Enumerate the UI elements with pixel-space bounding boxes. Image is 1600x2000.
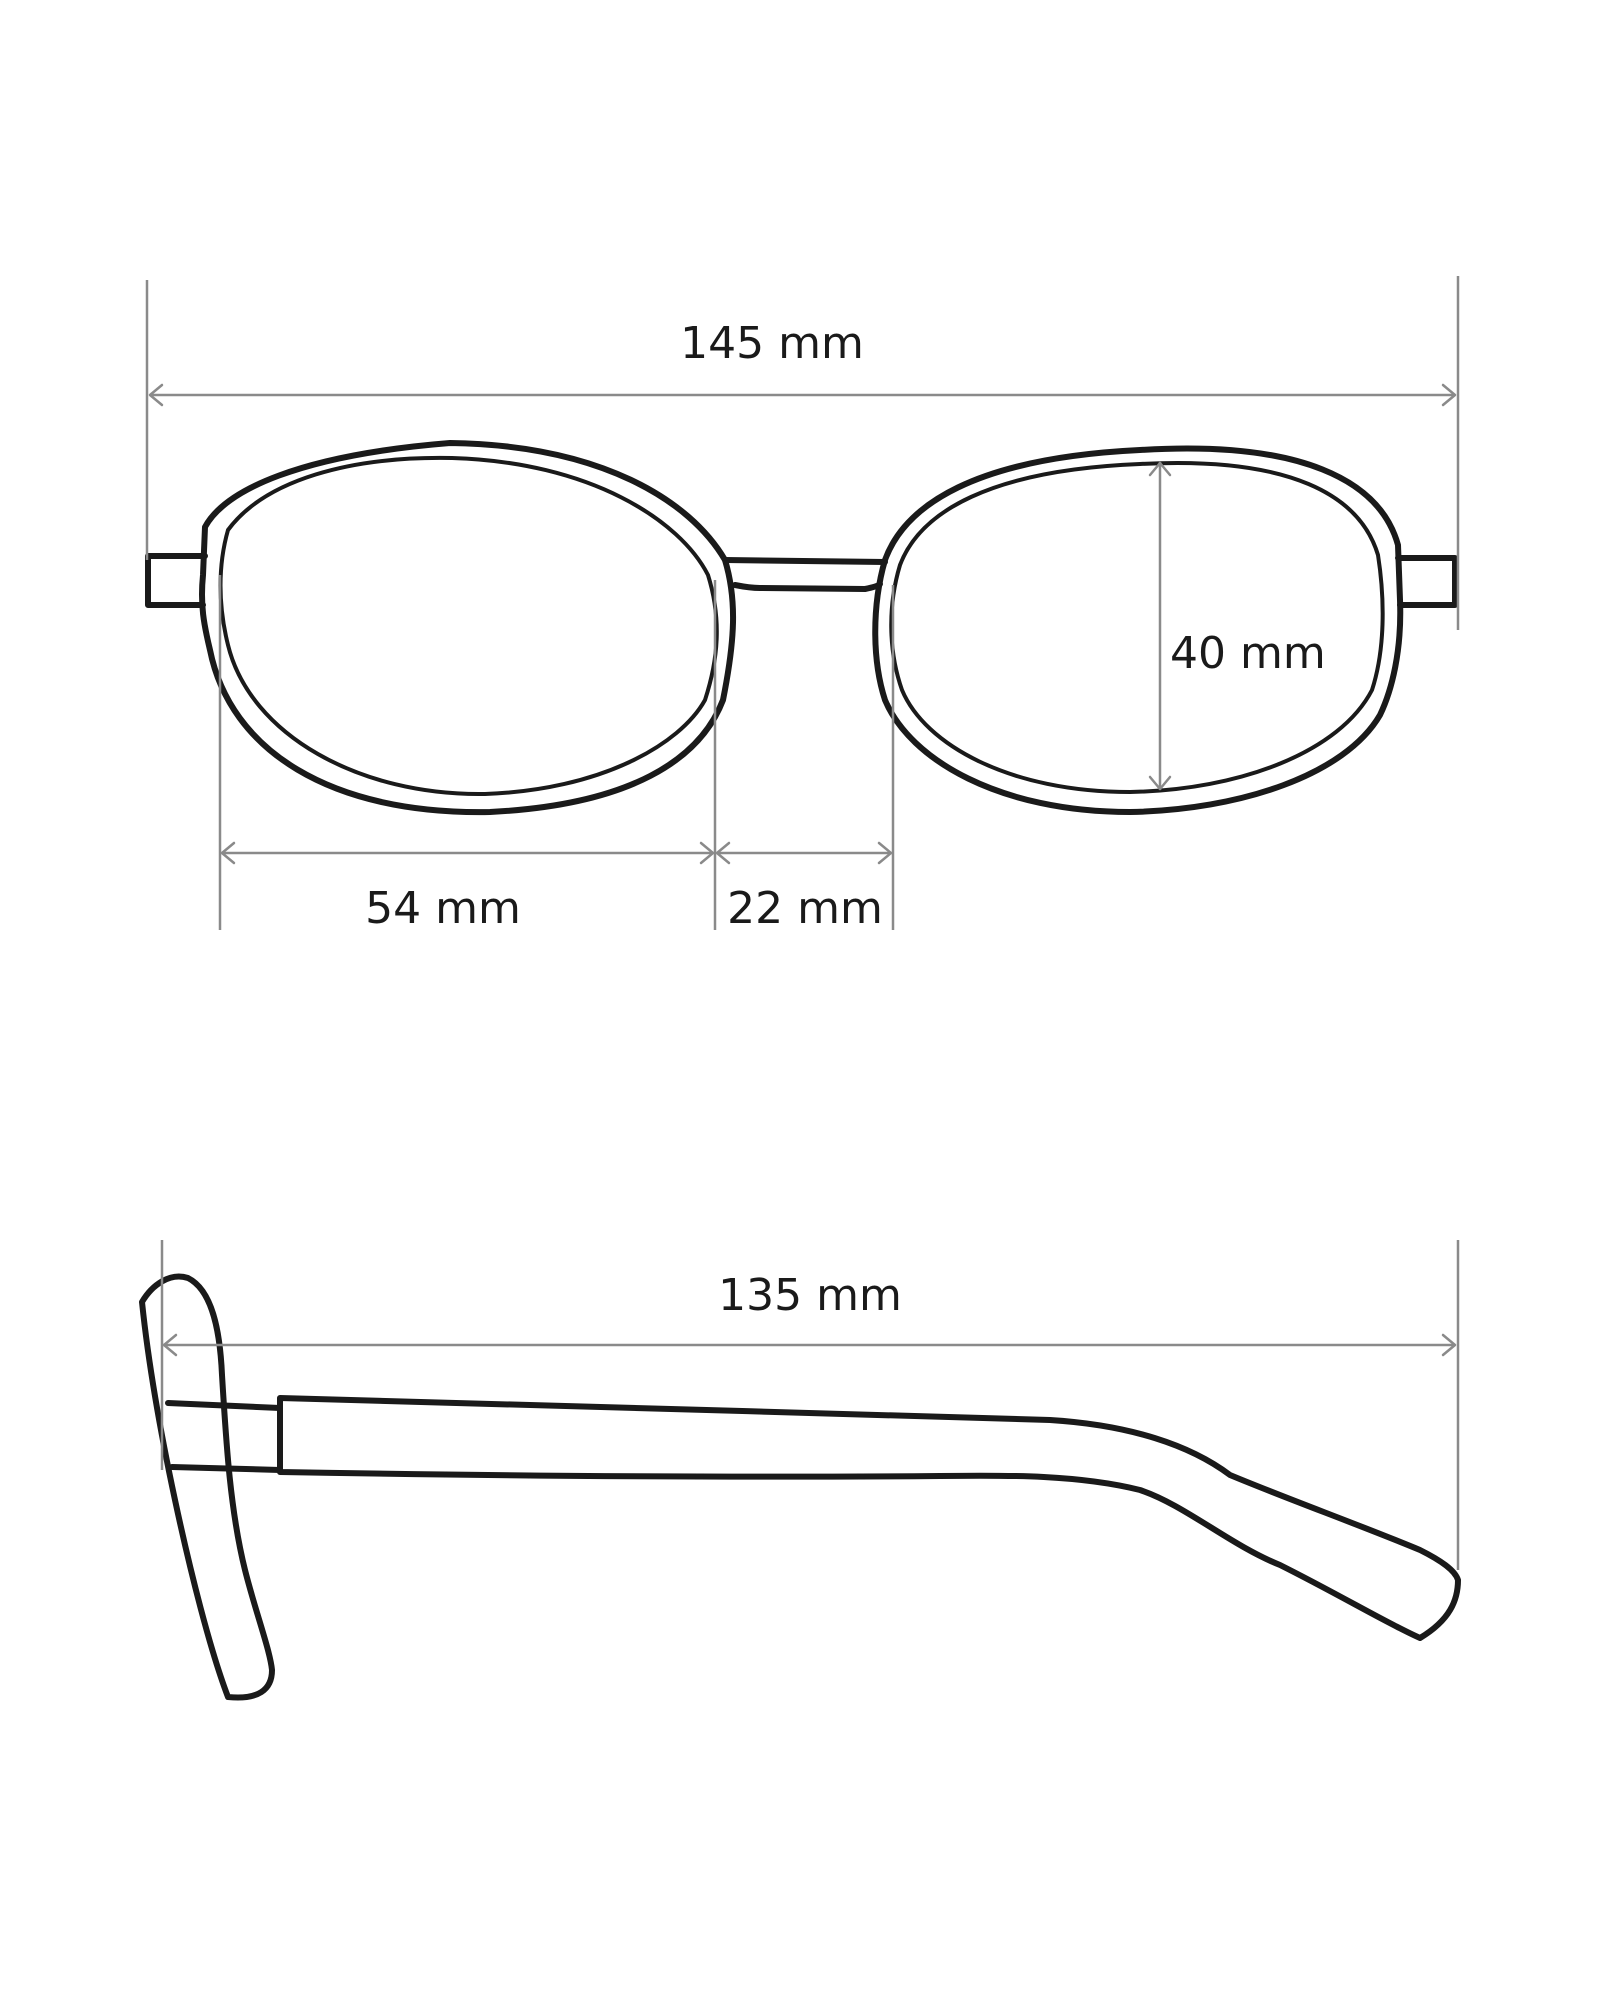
left-lens-rim <box>218 455 719 797</box>
lens-width-dimension: 54 mm <box>218 575 717 934</box>
temple-length-dimension: 135 mm <box>160 1240 1460 1570</box>
temple-length-label: 135 mm <box>718 1270 902 1321</box>
total-width-dimension: 145 mm <box>145 276 1460 630</box>
arrow-up-icon <box>1148 461 1172 477</box>
arrow-left-icon <box>715 841 731 865</box>
arrow-right-icon <box>1441 383 1457 407</box>
bridge <box>722 557 888 592</box>
right-end-piece <box>1395 555 1458 608</box>
arrow-right-icon <box>1441 1333 1457 1357</box>
left-frame-outer <box>198 440 736 816</box>
arrow-left-icon <box>162 1333 178 1357</box>
left-end-piece <box>145 553 208 608</box>
arrow-right-icon <box>877 841 893 865</box>
arrow-down-icon <box>1148 775 1172 791</box>
right-frame-outer <box>872 445 1404 815</box>
right-lens-rim <box>889 461 1385 794</box>
rim-profile <box>139 1273 275 1701</box>
lens-height-label: 40 mm <box>1170 628 1326 679</box>
total-width-label: 145 mm <box>680 318 864 369</box>
bridge-width-label: 22 mm <box>727 883 883 934</box>
bridge-width-dimension: 22 mm <box>715 585 895 934</box>
arrow-left-icon <box>220 841 236 865</box>
arrow-left-icon <box>148 383 164 407</box>
lens-width-label: 54 mm <box>365 883 521 934</box>
side-view <box>139 1273 1461 1701</box>
arrow-right-icon <box>699 841 715 865</box>
front-view <box>145 440 1458 816</box>
lens-height-dimension: 40 mm <box>1148 461 1326 791</box>
temple-arm <box>277 1395 1461 1641</box>
